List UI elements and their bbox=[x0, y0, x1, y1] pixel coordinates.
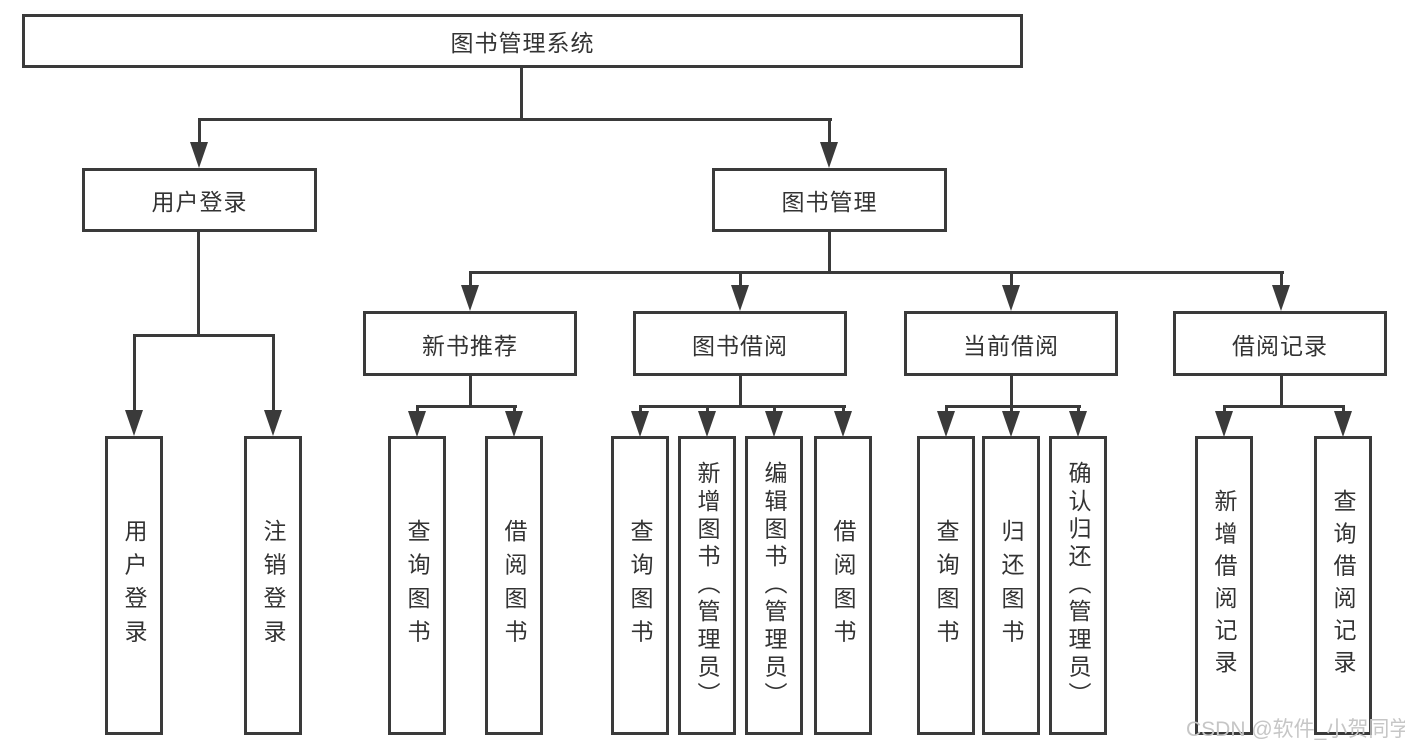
connector-borrow-stem-1 bbox=[639, 405, 642, 415]
connector-current-hline bbox=[945, 405, 1081, 408]
node-current-borrow: 当前借阅 bbox=[904, 311, 1118, 376]
leaf-return-books: 归还图书 bbox=[982, 436, 1040, 735]
connector-bookmgmt-stem-2 bbox=[739, 271, 742, 287]
leaf-query-books-recommend: 查询图书 bbox=[388, 436, 446, 735]
leaf-query-books-borrow: 查询图书 bbox=[611, 436, 669, 735]
node-book-management: 图书管理 bbox=[712, 168, 947, 232]
arrow-down-icon bbox=[698, 411, 716, 437]
leaf-add-borrow-record: 新增借阅记录 bbox=[1195, 436, 1253, 735]
leaf-label: 注销登录 bbox=[260, 518, 286, 653]
connector-bookmgmt-stem-1 bbox=[469, 271, 472, 287]
connector-recommend-stem-2 bbox=[513, 405, 516, 415]
leaf-label: 编辑图书（管理员） bbox=[761, 461, 787, 710]
connector-current-stem-1 bbox=[945, 405, 948, 415]
arrow-down-icon bbox=[731, 285, 749, 311]
node-user-login: 用户登录 bbox=[82, 168, 317, 232]
connector-root-vline bbox=[520, 66, 523, 120]
connector-borrow-stem-4 bbox=[842, 405, 845, 415]
node-borrow-records: 借阅记录 bbox=[1173, 311, 1387, 376]
connector-borrow-hline bbox=[639, 405, 846, 408]
connector-current-stem-3 bbox=[1077, 405, 1080, 415]
connector-recommend-stem-1 bbox=[416, 405, 419, 415]
connector-records-stem-2 bbox=[1342, 405, 1345, 415]
connector-userlogin-hline bbox=[133, 334, 275, 337]
leaf-label: 借阅图书 bbox=[501, 518, 527, 653]
leaf-query-borrow-record: 查询借阅记录 bbox=[1314, 436, 1372, 735]
leaf-label: 查询图书 bbox=[933, 518, 959, 653]
leaf-label: 查询借阅记录 bbox=[1330, 488, 1356, 683]
arrow-down-icon bbox=[1002, 285, 1020, 311]
connector-userlogin-stem-2 bbox=[272, 334, 275, 412]
arrow-down-icon bbox=[1002, 411, 1020, 437]
leaf-label: 归还图书 bbox=[998, 518, 1024, 653]
leaf-confirm-return-admin: 确认归还（管理员） bbox=[1049, 436, 1107, 735]
node-library-management-system: 图书管理系统 bbox=[22, 14, 1023, 68]
node-book-borrow: 图书借阅 bbox=[633, 311, 847, 376]
leaf-borrow-books-recommend: 借阅图书 bbox=[485, 436, 543, 735]
leaf-edit-book-admin: 编辑图书（管理员） bbox=[745, 436, 803, 735]
leaf-query-books-current: 查询图书 bbox=[917, 436, 975, 735]
arrow-down-icon bbox=[1272, 285, 1290, 311]
connector-userlogin-vline bbox=[197, 230, 200, 337]
leaf-logout: 注销登录 bbox=[244, 436, 302, 735]
connector-recommend-hline bbox=[416, 405, 517, 408]
connector-current-stem-2 bbox=[1010, 405, 1013, 415]
leaf-user-login: 用户登录 bbox=[105, 436, 163, 735]
leaf-label: 确认归还（管理员） bbox=[1065, 461, 1091, 710]
connector-bookmgmt-hline bbox=[469, 271, 1284, 274]
leaf-label: 借阅图书 bbox=[830, 518, 856, 653]
connector-bookmgmt-vline bbox=[828, 230, 831, 273]
connector-current-vline bbox=[1010, 374, 1013, 408]
connector-borrow-vline bbox=[739, 374, 742, 408]
arrow-down-icon bbox=[631, 411, 649, 437]
arrow-down-icon bbox=[461, 285, 479, 311]
arrow-down-icon bbox=[834, 411, 852, 437]
arrow-down-icon bbox=[408, 411, 426, 437]
arrow-down-icon bbox=[1215, 411, 1233, 437]
arrow-down-icon bbox=[937, 411, 955, 437]
leaf-add-book-admin: 新增图书（管理员） bbox=[678, 436, 736, 735]
connector-root-hline bbox=[198, 118, 832, 121]
leaf-label: 新增图书（管理员） bbox=[694, 461, 720, 710]
arrow-down-icon bbox=[505, 411, 523, 437]
leaf-borrow-books: 借阅图书 bbox=[814, 436, 872, 735]
arrow-down-icon bbox=[1334, 411, 1352, 437]
arrow-down-icon bbox=[765, 411, 783, 437]
node-new-book-recommend: 新书推荐 bbox=[363, 311, 577, 376]
leaf-label: 查询图书 bbox=[404, 518, 430, 653]
connector-borrow-stem-2 bbox=[706, 405, 709, 415]
leaf-label: 用户登录 bbox=[121, 518, 147, 653]
arrow-down-icon bbox=[820, 142, 838, 168]
leaf-label: 新增借阅记录 bbox=[1211, 488, 1237, 683]
connector-records-stem-1 bbox=[1223, 405, 1226, 415]
connector-root-stem-right bbox=[828, 118, 831, 148]
connector-bookmgmt-stem-4 bbox=[1280, 271, 1283, 287]
leaf-label: 查询图书 bbox=[627, 518, 653, 653]
connector-records-hline bbox=[1223, 405, 1345, 408]
connector-bookmgmt-stem-3 bbox=[1010, 271, 1013, 287]
connector-root-stem-left bbox=[198, 118, 201, 148]
csdn-watermark: CSDN @软件_小贺同学 bbox=[1186, 718, 1405, 741]
connector-records-vline bbox=[1280, 374, 1283, 408]
connector-recommend-vline bbox=[469, 374, 472, 408]
arrow-down-icon bbox=[190, 142, 208, 168]
connector-userlogin-stem-1 bbox=[133, 334, 136, 412]
arrow-down-icon bbox=[125, 410, 143, 436]
arrow-down-icon bbox=[264, 410, 282, 436]
arrow-down-icon bbox=[1069, 411, 1087, 437]
connector-borrow-stem-3 bbox=[773, 405, 776, 415]
